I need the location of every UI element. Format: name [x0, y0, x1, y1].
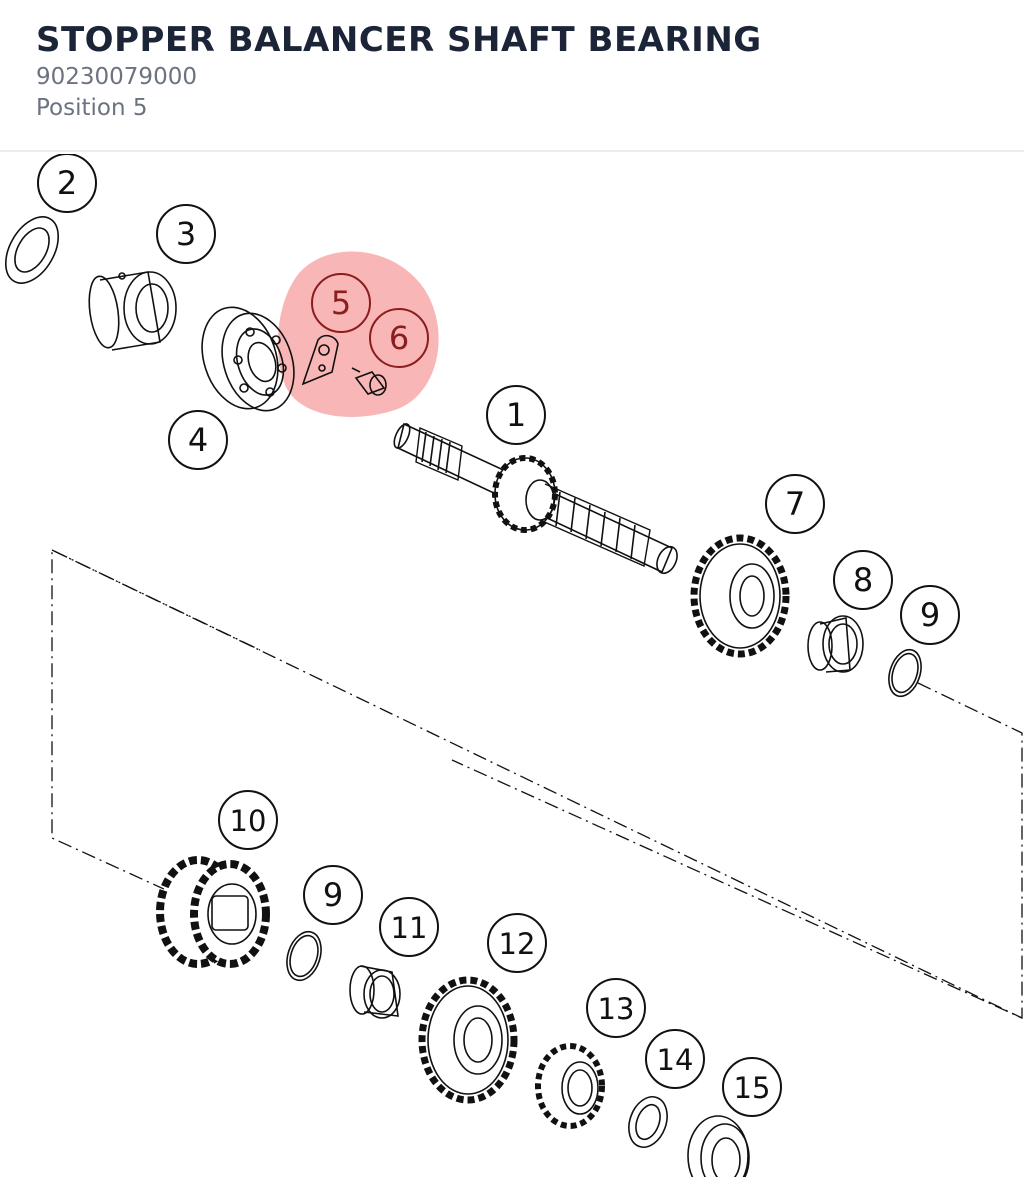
part-gear-12 — [418, 976, 518, 1104]
callout-15[interactable]: 15 — [722, 1057, 782, 1117]
callout-label: 1 — [506, 396, 526, 434]
callout-label: 14 — [657, 1043, 694, 1077]
part-circlip-9b — [286, 930, 322, 982]
callout-label: 6 — [389, 319, 409, 357]
callout-circle — [311, 273, 371, 333]
part-shaft-1 — [393, 422, 678, 575]
highlight-area — [277, 251, 439, 417]
callout-label: 9 — [920, 596, 940, 634]
part-number: 90230079000 — [36, 64, 197, 90]
callout-1[interactable]: 1 — [486, 385, 546, 445]
callout-label: 2 — [57, 164, 77, 202]
callout-9[interactable]: 9 — [900, 585, 960, 645]
callout-circle — [168, 410, 228, 470]
part-washer-14 — [628, 1096, 668, 1148]
callout-circle — [37, 154, 97, 213]
callout-11[interactable]: 11 — [379, 897, 439, 957]
callout-12[interactable]: 12 — [487, 913, 547, 973]
part-bolt-6 — [351, 367, 387, 396]
callout-circle — [586, 978, 646, 1038]
callout-5[interactable]: 5 — [311, 273, 371, 333]
callout-4[interactable]: 4 — [168, 410, 228, 470]
callout-label: 9 — [323, 876, 343, 914]
callout-circle — [765, 474, 825, 534]
callout-6[interactable]: 6 — [369, 308, 429, 368]
callout-label: 8 — [853, 561, 873, 599]
callout-circle — [722, 1057, 782, 1117]
part-stopper-5 — [301, 334, 339, 386]
part-gear-7 — [690, 534, 790, 658]
callout-2[interactable]: 2 — [37, 154, 97, 213]
part-position: Position 5 — [36, 95, 148, 121]
part-washer-2 — [4, 216, 60, 284]
callout-9[interactable]: 9 — [303, 865, 363, 925]
callout-circle — [303, 865, 363, 925]
callout-label: 11 — [391, 911, 428, 945]
callout-label: 10 — [230, 804, 267, 838]
callout-circle — [369, 308, 429, 368]
callout-label: 7 — [785, 485, 805, 523]
assembly-frame — [51, 548, 1023, 1020]
callout-3[interactable]: 3 — [156, 204, 216, 264]
callout-10[interactable]: 10 — [218, 790, 278, 850]
exploded-parts-diagram: 2 3 56 4 1 7 8 9 10 9 11 12 13 14 15 — [4, 154, 1023, 1177]
callout-circle — [156, 204, 216, 264]
part-gear-13 — [535, 1043, 605, 1129]
part-circlip-9a — [888, 648, 922, 698]
part-needle-bearing-8 — [807, 615, 864, 673]
callout-circle — [379, 897, 439, 957]
callout-circle — [218, 790, 278, 850]
callout-label: 15 — [734, 1071, 771, 1105]
callout-label: 3 — [176, 215, 196, 253]
part-title: STOPPER BALANCER SHAFT BEARING — [36, 20, 762, 60]
part-bearing-4 — [201, 306, 295, 412]
callout-circle — [486, 385, 546, 445]
part-header: STOPPER BALANCER SHAFT BEARING 902300790… — [0, 0, 1024, 152]
callout-circle — [833, 550, 893, 610]
callout-13[interactable]: 13 — [586, 978, 646, 1038]
callout-8[interactable]: 8 — [833, 550, 893, 610]
part-gear-10 — [156, 856, 270, 968]
callout-label: 13 — [598, 992, 635, 1026]
part-bushing-3 — [88, 271, 177, 351]
callout-circle — [900, 585, 960, 645]
part-needle-bearing-11 — [349, 965, 401, 1019]
callout-circle — [645, 1029, 705, 1089]
callout-label: 5 — [331, 284, 351, 322]
callout-14[interactable]: 14 — [645, 1029, 705, 1089]
callout-label: 4 — [188, 421, 208, 459]
callout-label: 12 — [499, 927, 536, 961]
callout-7[interactable]: 7 — [765, 474, 825, 534]
part-bearing-15 — [687, 1115, 750, 1177]
callout-circle — [487, 913, 547, 973]
